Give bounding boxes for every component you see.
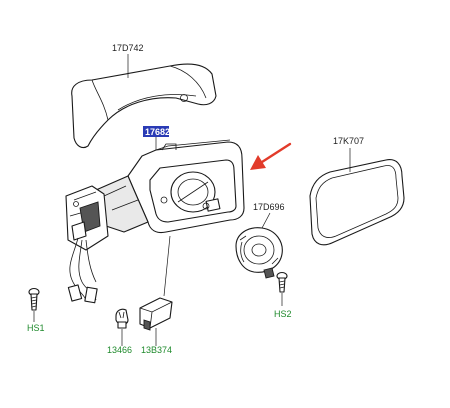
label-HS2: HS2: [274, 309, 292, 319]
mirror-cover: [71, 63, 217, 149]
label-17K707: 17K707: [333, 136, 364, 146]
pointer-arrow: [250, 142, 292, 170]
mirror-actuator: [235, 227, 283, 279]
highlight-17682: [143, 126, 169, 137]
leader-actuator: [261, 212, 271, 229]
mirror-glass: [309, 159, 405, 246]
screw-right: [276, 271, 288, 293]
label-17682: 17682: [145, 127, 170, 137]
label-17D742: 17D742: [112, 43, 144, 53]
screw-left: [28, 287, 40, 311]
label-13B374: 13B374: [141, 345, 172, 355]
bulb: [115, 308, 129, 329]
label-HS1: HS1: [27, 323, 45, 333]
puddle-lamp: [139, 297, 173, 331]
leader-lamp-to-housing: [163, 235, 171, 297]
label-13466: 13466: [107, 345, 132, 355]
wiring-harness: [67, 237, 98, 304]
label-17D696: 17D696: [253, 202, 285, 212]
mirror-housing: [65, 139, 245, 251]
